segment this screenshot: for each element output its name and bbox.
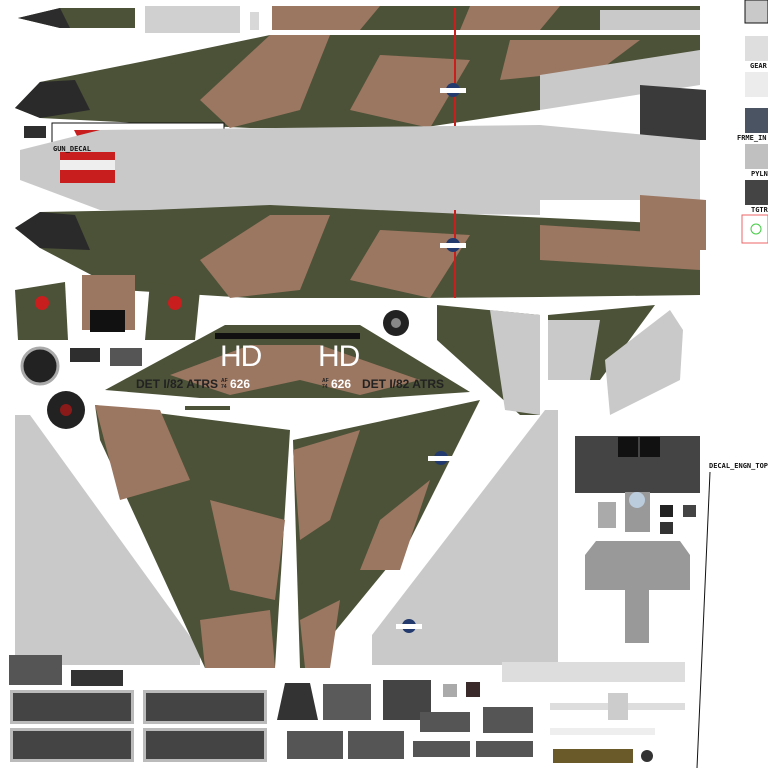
tail-code-left: HD <box>220 340 262 373</box>
tail-code-right: HD <box>318 340 360 373</box>
decal-engine-top-label: DECAL_ENGN_TOP <box>709 462 768 470</box>
frame-in-label: FRME_IN <box>737 134 767 142</box>
year-label: 74 <box>221 384 227 390</box>
gear-label: GEAR <box>750 62 767 70</box>
serial-left: 626 <box>230 377 251 391</box>
af-year-left: AF 74 <box>221 378 228 390</box>
af-label: AF <box>322 378 329 384</box>
af-year-right: AF 74 <box>322 378 329 390</box>
gun-decal-label: GUN_DECAL <box>53 145 91 153</box>
pylon-label: PYLN <box>751 170 768 178</box>
target-label: TGTR <box>751 206 768 214</box>
cockpit-side-panel <box>143 690 267 724</box>
cockpit-side-panel <box>143 728 267 762</box>
year-label: 74 <box>322 384 328 390</box>
cockpit-side-panel <box>10 690 134 724</box>
serial-right: 626 <box>331 377 352 391</box>
cockpit-side-panel <box>10 728 134 762</box>
unit-text-left: DET I/82 ATRS <box>135 377 218 391</box>
unit-text-right: DET I/82 ATRS <box>362 377 445 391</box>
af-label: AF <box>221 378 228 384</box>
